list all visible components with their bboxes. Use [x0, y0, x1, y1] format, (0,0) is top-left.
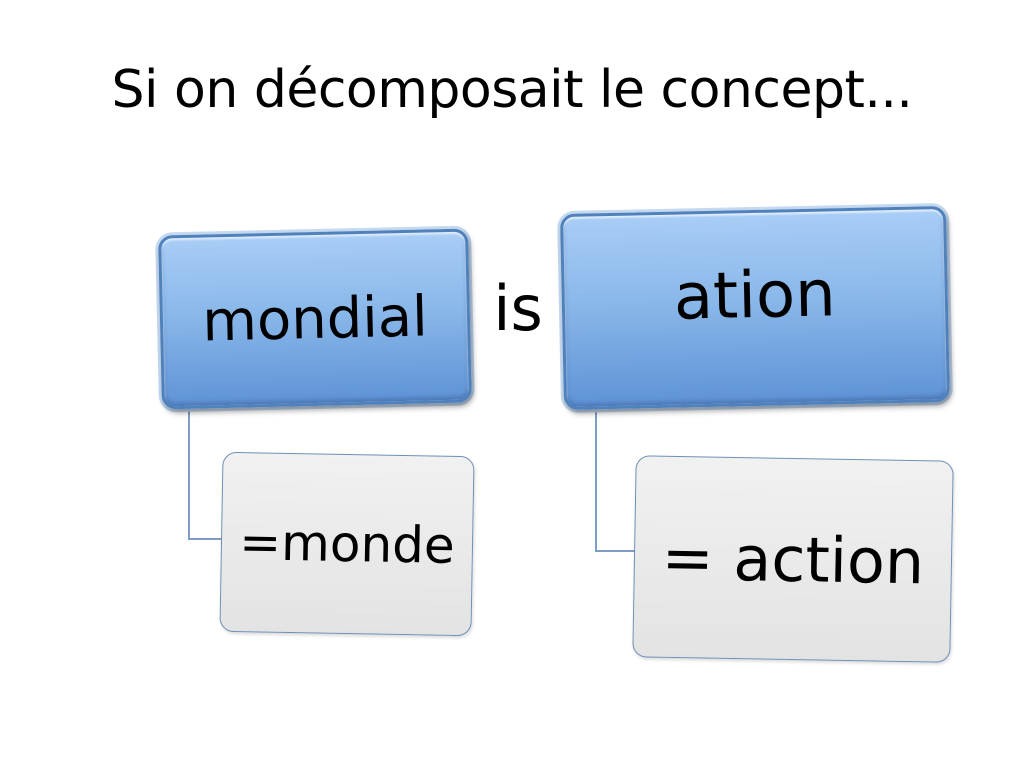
- root-box-ation: ation: [559, 205, 951, 411]
- child-box-action: = action: [632, 455, 954, 663]
- child-box-monde-label: =monde: [238, 513, 456, 575]
- root-box-ation-label: ation: [673, 257, 837, 335]
- root-box-mondial: mondial: [158, 228, 472, 410]
- child-box-action-label: = action: [661, 520, 925, 598]
- slide-title: Si on décomposait le concept...: [111, 60, 913, 120]
- joiner-text: is: [493, 272, 543, 345]
- child-box-monde: =monde: [219, 451, 475, 637]
- root-box-mondial-label: mondial: [201, 283, 429, 355]
- connector-left: [188, 408, 222, 540]
- connector-right: [595, 408, 635, 552]
